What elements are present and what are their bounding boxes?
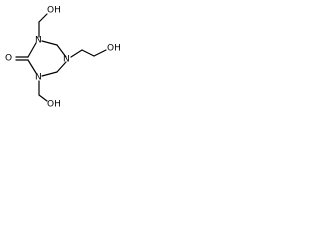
atom-oh-right: OH xyxy=(107,44,121,54)
bond-n5-ch2 xyxy=(70,49,83,58)
bond-ch2-ch2 xyxy=(81,49,95,57)
atom-oh-top: OH xyxy=(47,6,61,16)
bond-n3-c2 xyxy=(27,59,37,74)
atom-n3: N xyxy=(35,73,42,83)
atom-n5: N xyxy=(63,55,70,65)
bond-ch2-oh-bottom xyxy=(38,94,48,102)
bond-n1-c6 xyxy=(41,40,58,46)
structure-canvas: N N N O OH OH OH xyxy=(0,0,131,116)
bond-c6-n5 xyxy=(56,44,67,58)
bond-c2-n1 xyxy=(27,42,37,58)
bond-ch2-oh-top xyxy=(38,13,48,23)
bond-c4-n3 xyxy=(41,71,58,77)
atom-n1: N xyxy=(35,36,42,46)
atom-o-carbonyl: O xyxy=(5,54,12,64)
bond-ch2-oh-right xyxy=(93,49,107,57)
atom-oh-bottom: OH xyxy=(47,100,61,110)
bond-n5-c4 xyxy=(56,61,67,73)
chemical-structure: N N N O OH OH OH xyxy=(5,6,121,110)
